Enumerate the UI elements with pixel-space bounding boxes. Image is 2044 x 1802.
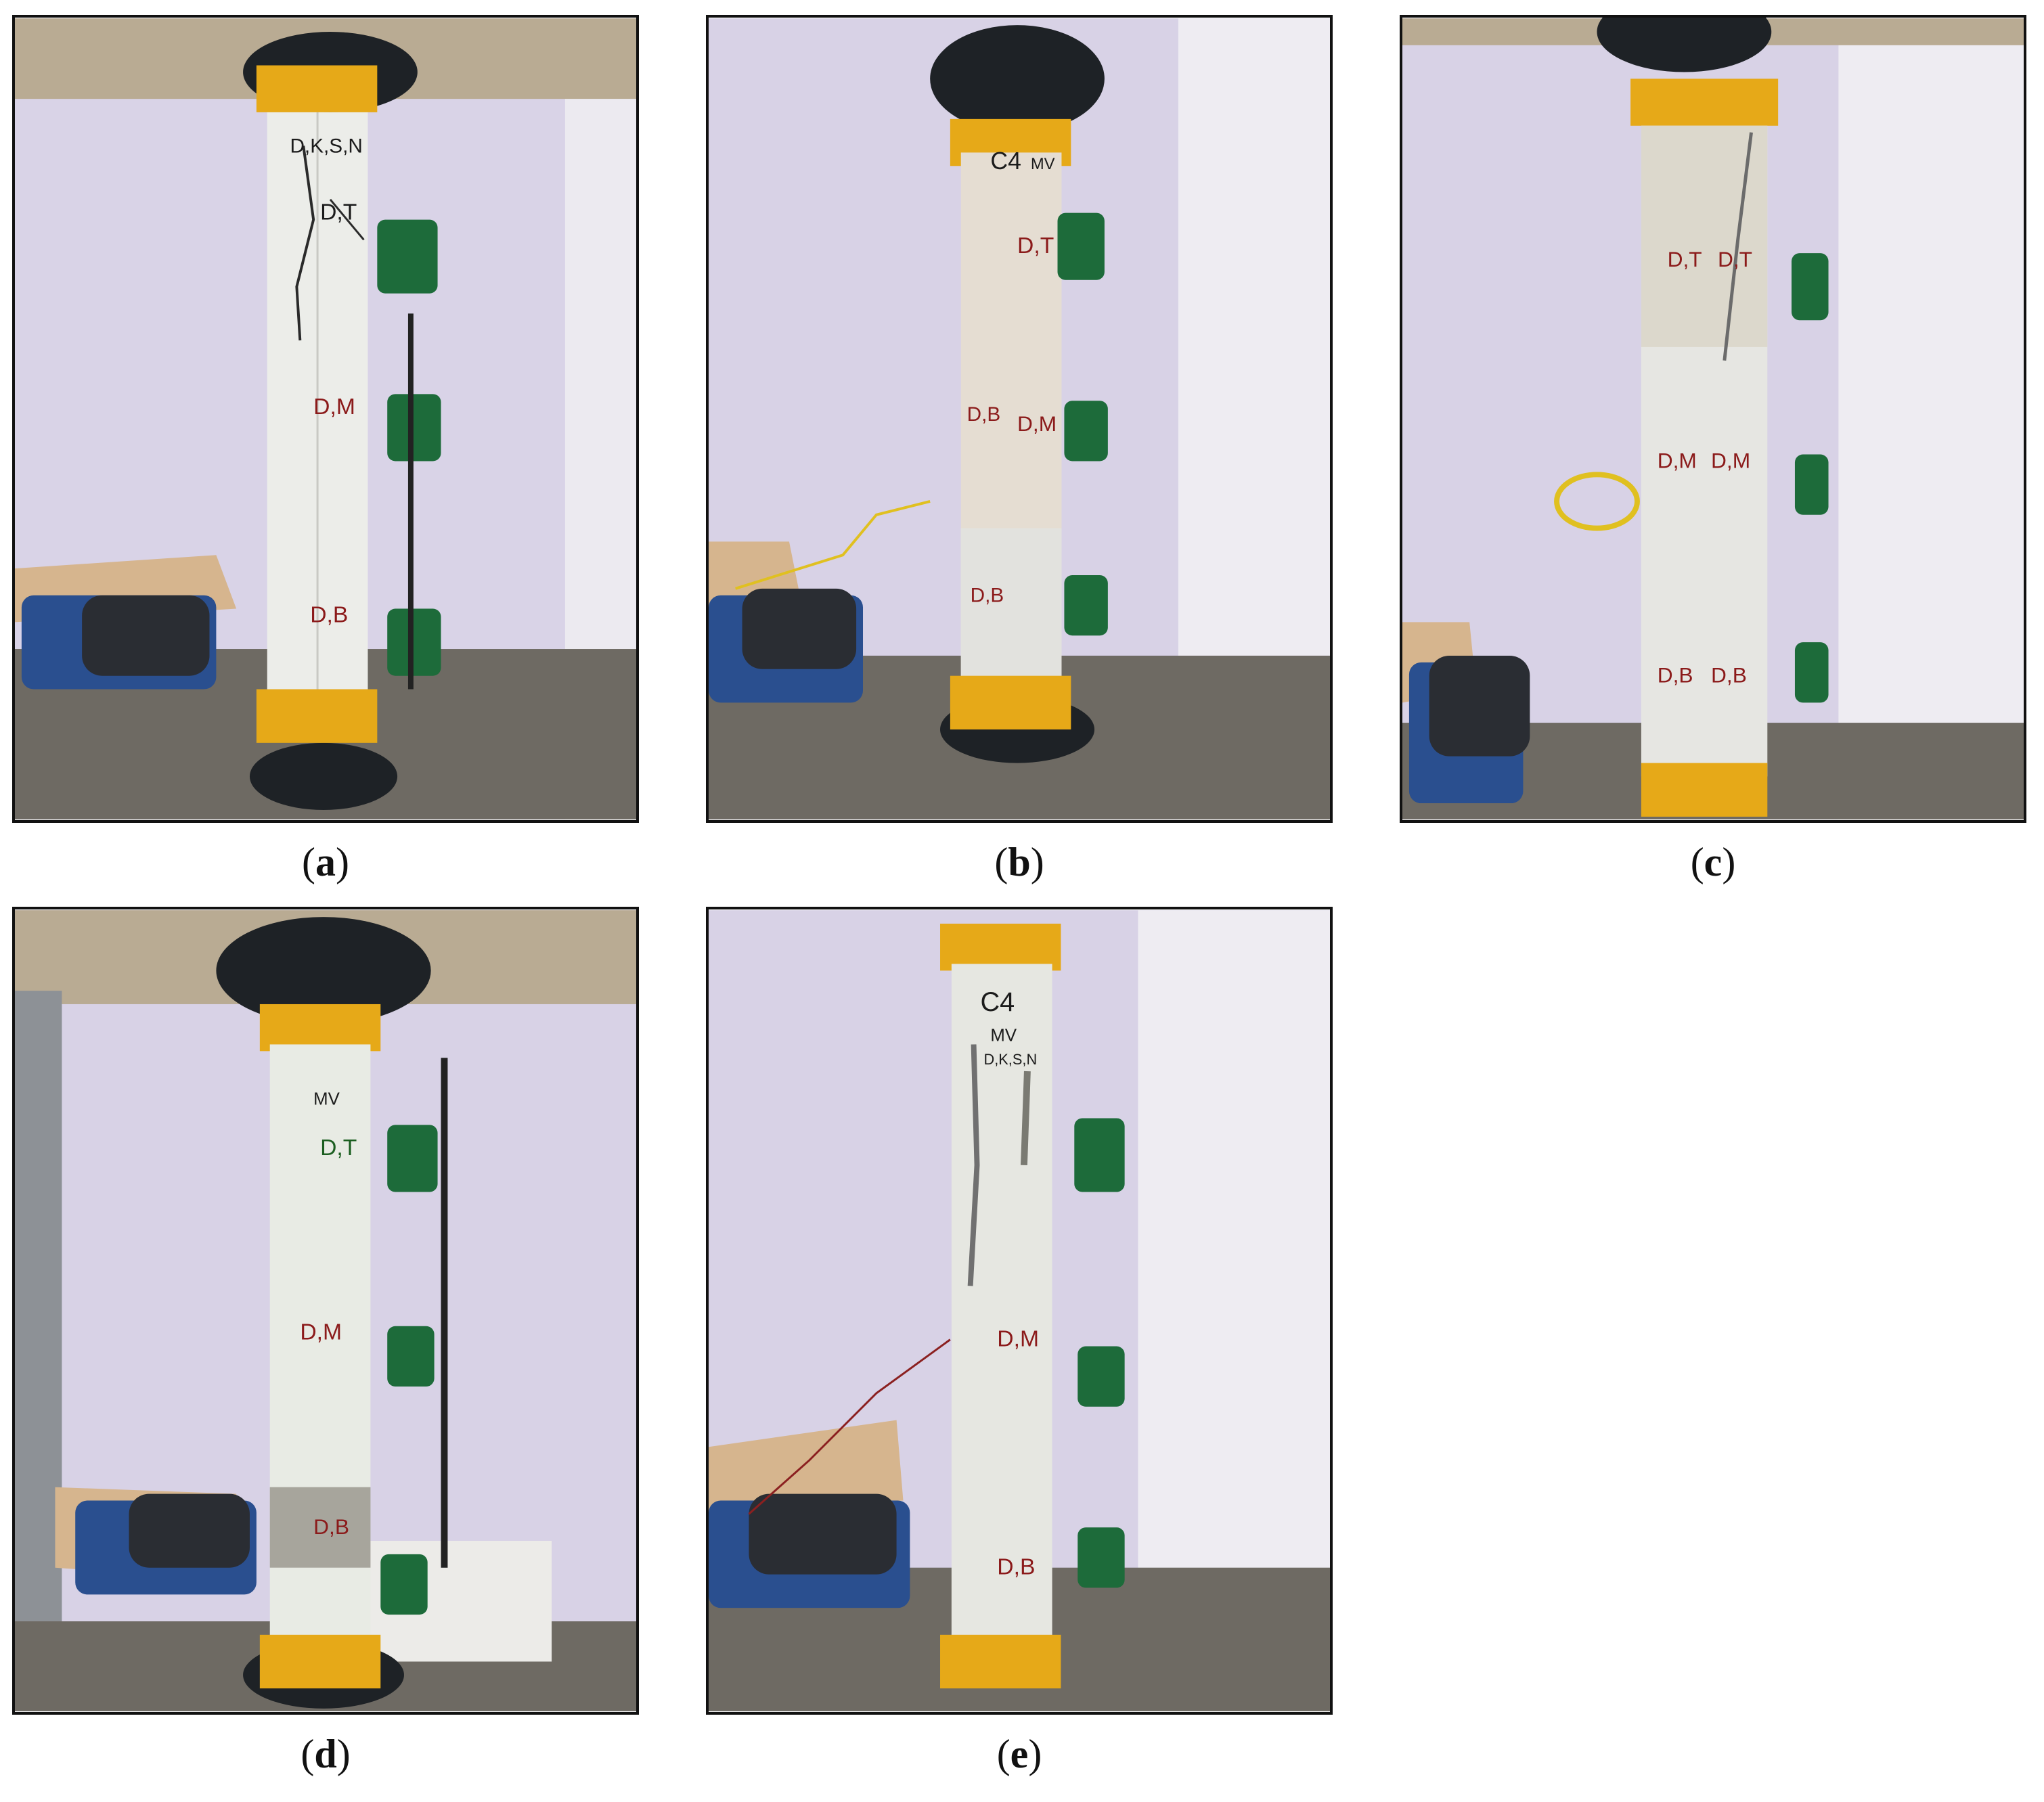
caption-d: (d) xyxy=(301,1732,351,1776)
column-photo-a: D,K,S,N D,T D,M D,B xyxy=(15,18,636,819)
caption-b: (b) xyxy=(994,840,1044,884)
column-label: D,T xyxy=(320,200,357,225)
caption-e: (e) xyxy=(996,1732,1042,1776)
column-label: D,M xyxy=(1017,411,1057,436)
column-label: D,B xyxy=(971,585,1004,607)
column-label: C4 xyxy=(990,148,1021,175)
column-label: D,M xyxy=(313,394,355,420)
caption-a: (a) xyxy=(302,840,349,884)
column-label: D,M xyxy=(1658,448,1697,472)
column-photo-d: MV D,T D,M D,B xyxy=(15,910,636,1711)
photo-panel-d: MV D,T D,M D,B xyxy=(12,907,639,1715)
photo-panel-c: D,T D,T D,M D,M D,B D,B xyxy=(1400,15,2026,823)
column-label: D,B xyxy=(967,403,1001,426)
column-label: D,T xyxy=(1668,247,1702,271)
column-label: D,M xyxy=(1711,448,1750,472)
column-label: MV xyxy=(1031,155,1055,173)
photo-panel-b: C4 MV D,T D,B D,M D,B xyxy=(706,15,1333,823)
column-photo-b: C4 MV D,T D,B D,M D,B xyxy=(709,18,1330,819)
photo-panel-a: D,K,S,N D,T D,M D,B xyxy=(12,15,639,823)
caption-c: (c) xyxy=(1690,840,1736,884)
column-photo-c: D,T D,T D,M D,M D,B D,B xyxy=(1402,18,2024,819)
column-label: D,K,S,N xyxy=(983,1051,1037,1068)
column-label: D,B xyxy=(310,602,348,627)
column-label: D,T xyxy=(1017,233,1054,258)
column-label: MV xyxy=(990,1026,1017,1045)
column-label: D,K,S,N xyxy=(290,135,362,157)
column-label: D,T xyxy=(1718,247,1752,271)
column-photo-e: C4 MV D,K,S,N D,M D,B xyxy=(709,910,1330,1711)
column-label: D,B xyxy=(1658,663,1693,688)
photo-panel-e: C4 MV D,K,S,N D,M D,B xyxy=(706,907,1333,1715)
column-label: D,B xyxy=(997,1554,1035,1580)
column-label: MV xyxy=(313,1090,340,1109)
column-label: D,M xyxy=(300,1320,342,1345)
column-label: D,M xyxy=(997,1326,1039,1352)
column-label: C4 xyxy=(981,987,1015,1017)
column-label: D,B xyxy=(313,1514,349,1539)
column-label: D,T xyxy=(320,1135,357,1161)
column-label: D,B xyxy=(1711,663,1747,688)
